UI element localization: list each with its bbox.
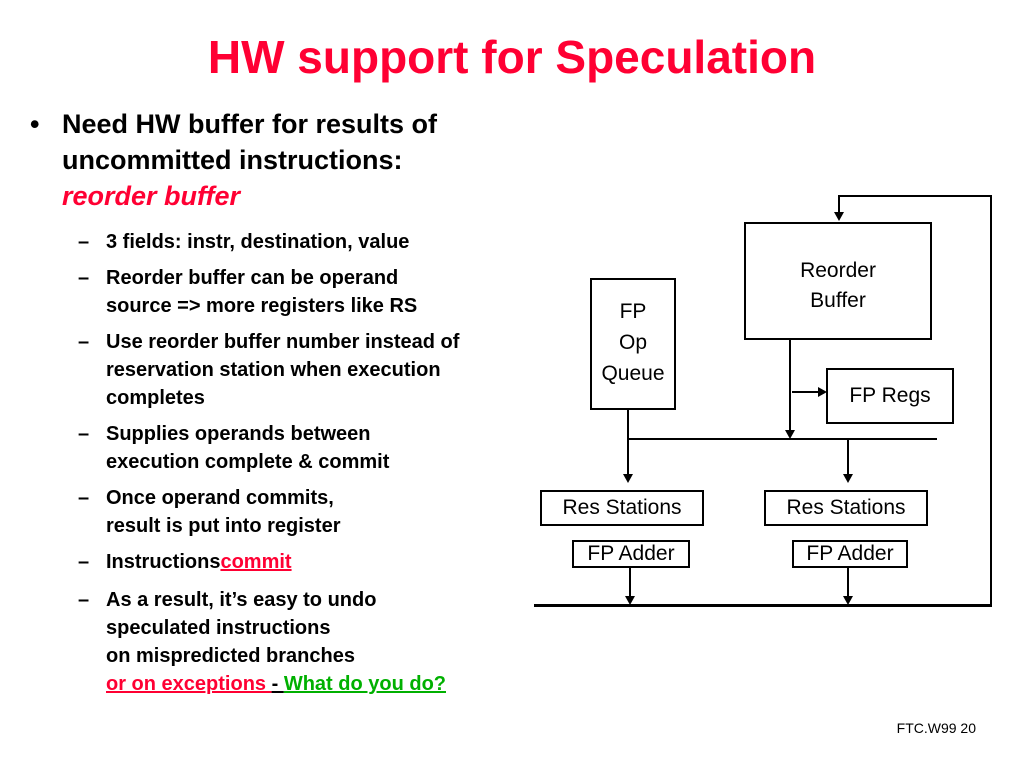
- dash-marker: –: [78, 551, 90, 573]
- sub-bullet-2-line2: source => more registers like RS: [106, 295, 418, 317]
- main-bullet-line2: uncommitted instructions:: [62, 145, 403, 175]
- operand-bus-line: [627, 438, 937, 440]
- reorder-buffer-term: reorder buffer: [62, 181, 241, 211]
- regs-feed-line: [792, 391, 820, 393]
- question-term: What do you do?: [283, 673, 446, 695]
- slide-footer: FTC.W99 20: [896, 720, 976, 736]
- fp-op-queue-box: FP Op Queue: [590, 278, 676, 410]
- sub-bullet-4-text: Supplies operands between execution comp…: [106, 420, 576, 476]
- reorder-buffer-label-l2: Buffer: [810, 289, 866, 312]
- left-rs-feed-line: [627, 438, 629, 476]
- exceptions-term: or on exceptions: [106, 673, 272, 695]
- sub-bullet-3-line1: Use reorder buffer number instead of: [106, 331, 460, 353]
- feedback-right-line: [990, 195, 992, 605]
- arrow-right-icon: [818, 387, 827, 397]
- feedback-down-line: [838, 195, 840, 213]
- dash-marker: –: [78, 423, 90, 445]
- sub-bullet-6-text: Instructionscommit: [106, 548, 576, 576]
- arrow-down-icon: [623, 474, 633, 483]
- sub-bullet-4-line1: Supplies operands between: [106, 423, 371, 445]
- reorder-buffer-label-l1: Reorder: [800, 259, 876, 282]
- dash-marker: –: [78, 231, 90, 253]
- fp-adder-right-box: FP Adder: [792, 540, 908, 568]
- sub-bullet-1-text: 3 fields: instr, destination, value: [106, 231, 410, 253]
- sub-bullet-3-line3: completes: [106, 387, 205, 409]
- arrow-down-icon: [785, 430, 795, 439]
- fp-op-queue-label-l3: Queue: [601, 362, 665, 385]
- queue-down-line: [627, 410, 629, 440]
- left-adder-out-line: [629, 568, 631, 598]
- res-stations-right-box: Res Stations: [764, 490, 928, 526]
- arrow-down-icon: [834, 212, 844, 221]
- sub-bullet-6-prefix: Instructions: [106, 551, 221, 573]
- bullet-marker: •: [30, 109, 40, 139]
- fp-op-queue-label-l2: Op: [618, 331, 647, 354]
- sub-bullet-2-line1: Reorder buffer can be operand: [106, 267, 399, 289]
- sub-bullet-3-line2: reservation station when execution: [106, 359, 441, 381]
- dash-marker: –: [78, 589, 90, 611]
- fp-op-queue-label-l1: FP: [619, 300, 647, 323]
- sub-bullet-5-line1: Once operand commits,: [106, 487, 334, 509]
- sub-bullet-5-text: Once operand commits, result is put into…: [106, 484, 576, 540]
- sub-bullet-2-text: Reorder buffer can be operand source => …: [106, 264, 576, 320]
- sub-bullet-7-text: As a result, it’s easy to undo speculate…: [106, 586, 576, 698]
- commit-term: commit: [220, 551, 292, 573]
- common-data-bus-line: [534, 604, 992, 607]
- res-stations-left-box: Res Stations: [540, 490, 704, 526]
- sub-bullet-7-line3: on mispredicted branches: [106, 645, 355, 667]
- arrow-down-icon: [625, 596, 635, 605]
- main-bullet-line1: Need HW buffer for results of: [62, 109, 438, 139]
- fp-regs-box: FP Regs: [826, 368, 954, 424]
- sub-bullet-7-line4: or on exceptions - What do you do?: [106, 670, 576, 698]
- sub-bullet-7-line2: speculated instructions: [106, 617, 331, 639]
- rob-down-line: [789, 340, 791, 432]
- dash-marker: –: [78, 487, 90, 509]
- main-bullet-text: Need HW buffer for results of uncommitte…: [62, 106, 582, 214]
- right-adder-out-line: [847, 568, 849, 598]
- right-rs-feed-line: [847, 438, 849, 476]
- reorder-buffer-box: Reorder Buffer: [744, 222, 932, 340]
- dash-marker: –: [78, 267, 90, 289]
- arrow-down-icon: [843, 474, 853, 483]
- separator-dash: -: [271, 673, 284, 695]
- slide-title: HW support for Speculation: [207, 31, 817, 83]
- arrow-down-icon: [843, 596, 853, 605]
- sub-bullet-7-line1: As a result, it’s easy to undo: [106, 589, 377, 611]
- sub-bullet-3-text: Use reorder buffer number instead of res…: [106, 328, 576, 412]
- sub-bullet-5-line2: result is put into register: [106, 515, 341, 537]
- fp-adder-left-box: FP Adder: [572, 540, 690, 568]
- feedback-top-line: [838, 195, 992, 197]
- sub-bullet-4-line2: execution complete & commit: [106, 451, 390, 473]
- dash-marker: –: [78, 331, 90, 353]
